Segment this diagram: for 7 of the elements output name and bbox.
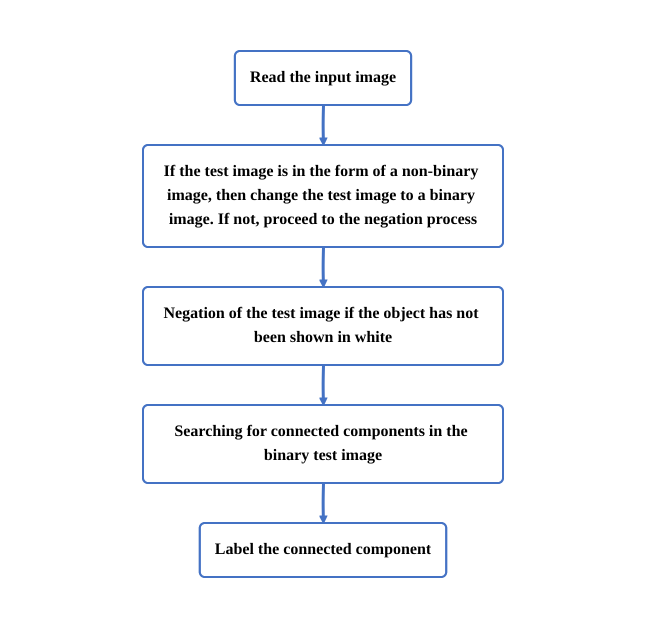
arrow xyxy=(318,247,328,288)
arrow xyxy=(318,365,328,406)
arrow xyxy=(318,483,328,524)
arrow xyxy=(318,105,328,146)
node-text: Negation of the test image if the object has not been shown in white xyxy=(162,305,478,346)
node-text: Searching for connected components in the binary test image xyxy=(174,423,468,464)
node-text: If the test image is in the form of a non-binary image, then change the test image to a binary image. If not, proceed to the negation process xyxy=(163,163,478,228)
